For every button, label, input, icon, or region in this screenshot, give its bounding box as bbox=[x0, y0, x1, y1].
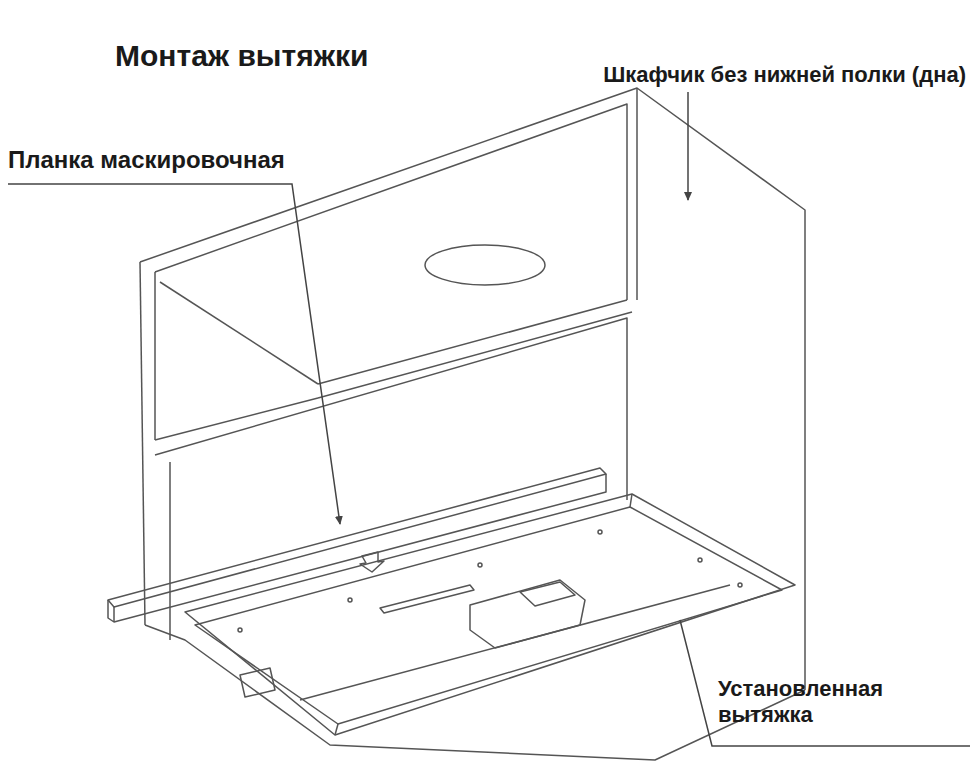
diagram-title: Монтаж вытяжки bbox=[115, 38, 368, 74]
part-label: Планка маскировочная bbox=[8, 146, 285, 175]
part-label: Шкафчик без нижней полки (дна) bbox=[603, 62, 966, 88]
part-label: Установленная вытяжка bbox=[718, 676, 958, 729]
